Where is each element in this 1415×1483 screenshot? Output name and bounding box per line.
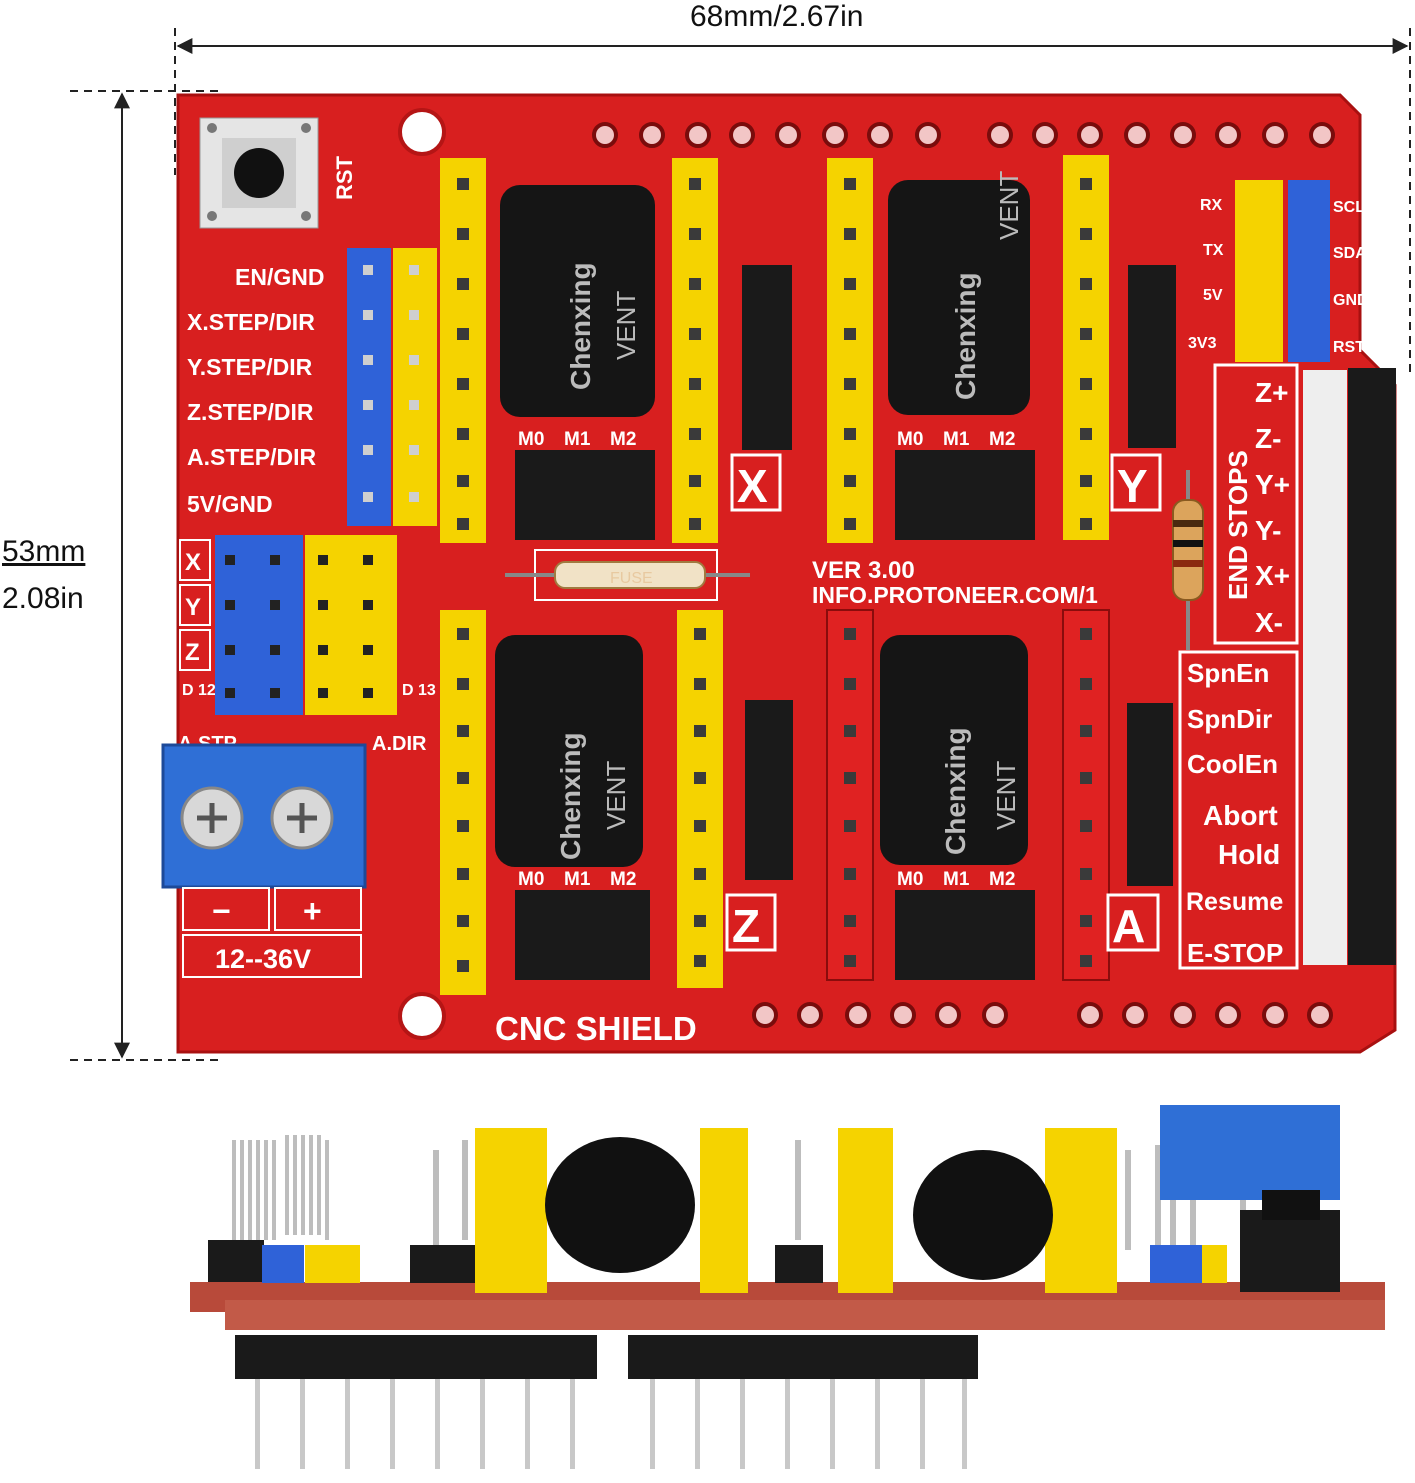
microstep-label: M2	[989, 429, 1015, 450]
yellow-header-left	[393, 248, 437, 526]
socket-holes	[457, 178, 1092, 972]
driver-slot-z: Z M0 M1 M2 Chenxing VENT	[440, 610, 793, 995]
reset-label: RST	[332, 155, 357, 200]
dimension-lines	[70, 28, 1411, 1061]
i2c-label: SCL	[1333, 199, 1365, 216]
microstep-label: M2	[610, 869, 636, 890]
capacitor-text: VENT	[611, 291, 641, 360]
i2c-label: SDA	[1333, 245, 1367, 262]
blue-header-left	[347, 248, 391, 526]
capacitor-brand: Chenxing	[950, 272, 981, 400]
capacitor-text: VENT	[601, 761, 631, 830]
left-pin-labels: EN/GND X.STEP/DIR Y.STEP/DIR Z.STEP/DIR …	[187, 264, 324, 517]
left-label: EN/GND	[235, 264, 324, 290]
serial-label: 5V	[1203, 287, 1223, 304]
left-label: Z.STEP/DIR	[187, 399, 314, 425]
endstop-label: X-	[1255, 607, 1283, 638]
capacitor-brand: Chenxing	[565, 262, 596, 390]
plus-label: +	[303, 893, 322, 929]
width-dimension-label: 68mm/2.67in	[690, 0, 864, 33]
endstop-label: X+	[1255, 560, 1290, 591]
top-header-holes	[592, 122, 1335, 148]
board-title: CNC SHIELD	[495, 1010, 697, 1047]
microstep-label: M2	[610, 429, 636, 450]
endstop-section: END STOPS Z+ Z- Y+ Y- X+ X-	[1213, 363, 1299, 645]
endstop-label: Y+	[1255, 469, 1290, 500]
microstep-label: M1	[564, 429, 591, 450]
endstop-label: Z-	[1255, 423, 1281, 454]
microstep-label: M1	[943, 869, 970, 890]
clone-label: Y	[185, 594, 201, 621]
bottom-header-holes	[752, 1002, 1333, 1028]
microstep-label: M0	[897, 429, 923, 450]
microstep-label: M0	[897, 869, 923, 890]
driver-slot-a: A M0 M1 M2 Chenxing VENT	[826, 609, 1173, 981]
control-label: E-STOP	[1187, 938, 1283, 968]
header-pins	[225, 555, 373, 698]
endstop-label: Y-	[1255, 515, 1281, 546]
microstep-label: M1	[943, 429, 970, 450]
capacitor-text: VENT	[991, 761, 1021, 830]
microstep-label: M0	[518, 429, 544, 450]
version-label: VER 3.00	[812, 557, 915, 584]
axis-label-y: Y	[1117, 460, 1148, 512]
control-label: SpnDir	[1187, 704, 1272, 734]
microstep-label: M1	[564, 869, 591, 890]
d12-label: D 12	[182, 682, 216, 699]
side-view	[190, 1105, 1385, 1469]
mounting-hole	[398, 108, 446, 156]
url-label: INFO.PROTONEER.COM/1	[812, 582, 1098, 608]
serial-label: TX	[1203, 242, 1224, 259]
microstep-label: M2	[989, 869, 1015, 890]
left-label: X.STEP/DIR	[187, 309, 315, 335]
a-dir-label: A.DIR	[372, 733, 427, 755]
control-label: Hold	[1218, 839, 1280, 870]
capacitor-text: VENT	[994, 171, 1024, 240]
mounting-hole	[398, 992, 446, 1040]
capacitor-brand: Chenxing	[555, 732, 586, 860]
axis-label-x: X	[737, 460, 768, 512]
driver-slot-y: Y M0 M1 M2 Chenxing VENT	[827, 155, 1176, 543]
capacitor-brand: Chenxing	[940, 727, 971, 855]
voltage-label: 12--36V	[215, 944, 311, 974]
serial-label: 3V3	[1188, 335, 1217, 352]
power-polarity: − + 12--36V	[182, 887, 362, 978]
control-label: CoolEn	[1187, 749, 1278, 779]
control-section: SpnEn SpnDir CoolEn Abort Hold Resume E-…	[1178, 650, 1299, 970]
fuse-label: FUSE	[610, 570, 653, 587]
control-label: SpnEn	[1187, 658, 1269, 688]
header-pins	[363, 265, 419, 502]
left-label: A.STEP/DIR	[187, 444, 316, 470]
driver-slot-x: X M0 M1 M2 Chenxing VENT	[440, 158, 792, 543]
clone-label: Z	[185, 639, 200, 666]
endstops-title: END STOPS	[1223, 450, 1253, 600]
left-label: Y.STEP/DIR	[187, 354, 313, 380]
reset-button	[199, 117, 319, 229]
clone-axis-labels: X Y Z D 12 D 13	[179, 539, 436, 699]
white-header	[1303, 370, 1347, 965]
height-dimension-in-label: 2.08in	[2, 582, 84, 615]
clone-label: X	[185, 549, 201, 576]
d13-label: D 13	[402, 682, 436, 699]
i2c-label: RST	[1333, 339, 1365, 356]
left-label: 5V/GND	[187, 491, 273, 517]
control-label: Abort	[1203, 800, 1278, 831]
control-label: Resume	[1186, 888, 1283, 916]
serial-label: RX	[1200, 197, 1223, 214]
fuse: FUSE	[505, 549, 750, 601]
serial-i2c-headers: RX TX 5V 3V3 SCL SDA GND RST	[1188, 180, 1369, 362]
height-dimension-mm-label: 53mm	[2, 535, 86, 568]
axis-label-z: Z	[732, 900, 760, 952]
resistor	[1172, 470, 1204, 650]
endstop-label: Z+	[1255, 377, 1288, 408]
black-header	[1348, 368, 1396, 965]
i2c-label: GND	[1333, 292, 1369, 309]
microstep-label: M0	[518, 869, 544, 890]
minus-label: −	[212, 893, 231, 929]
power-terminal-block	[161, 743, 367, 889]
axis-label-a: A	[1112, 900, 1145, 952]
